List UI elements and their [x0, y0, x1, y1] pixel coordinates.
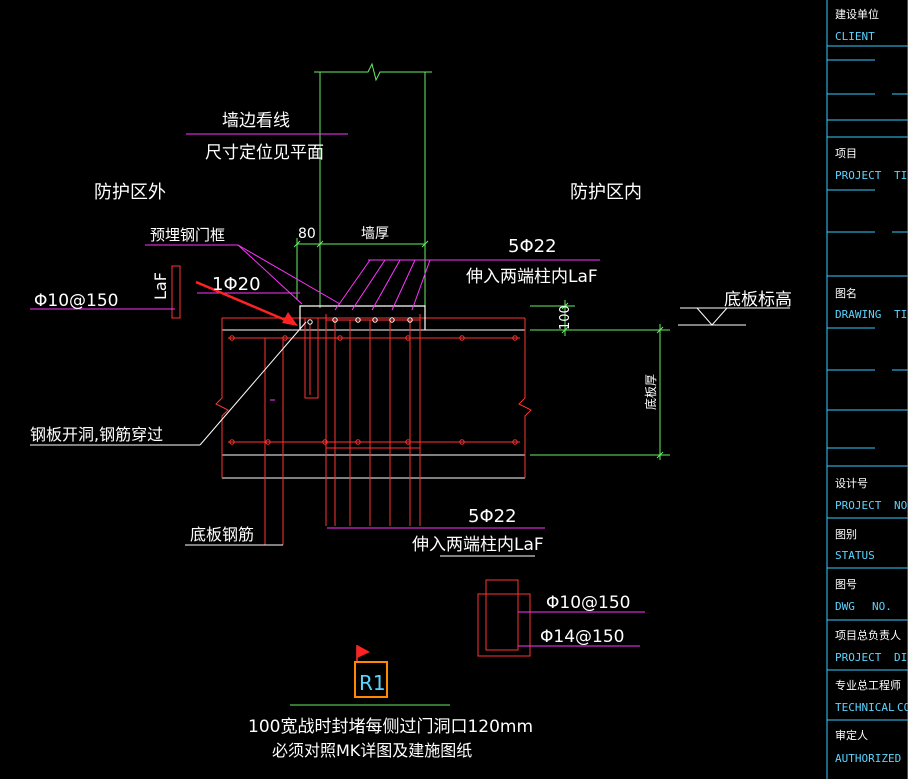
plate-hole-label: 钢板开洞,钢筋穿过	[30, 425, 163, 444]
project-en-label-2: TIT	[894, 169, 908, 182]
r1-marker: R1	[354, 645, 388, 698]
top-bars-label: 5Φ22	[508, 236, 557, 257]
outside-zone-label: 防护区外	[94, 182, 166, 203]
auth-cn-label: 审定人	[835, 728, 868, 742]
wall-edge-line-label: 墙边看线	[222, 111, 290, 131]
bottom-bars-note: 伸入两端柱内LaF	[412, 535, 544, 555]
white-leaders	[30, 321, 535, 706]
r1-marker-label: R1	[359, 671, 386, 695]
top-bars-note: 伸入两端柱内LaF	[466, 267, 598, 287]
chief-en-label: TECHNICAL	[835, 701, 895, 714]
drawing-en-label: DRAWING	[835, 308, 881, 321]
dimension-80: 80	[298, 226, 316, 242]
dwg-en-label: DWG	[835, 600, 855, 613]
inside-zone-label: 防护区内	[570, 182, 642, 203]
wall-position-label: 尺寸定位见平面	[205, 143, 324, 163]
design-no-en-label-2: NO	[894, 499, 907, 512]
dwg-cn-label: 图号	[835, 578, 857, 591]
section-detail	[477, 579, 645, 657]
design-no-cn-label: 设计号	[835, 477, 868, 490]
client-cn-label: 建设单位	[835, 7, 879, 21]
design-no-en-label: PROJECT	[835, 499, 882, 512]
wall-thickness-label: 墙厚	[361, 226, 389, 242]
pm-cn-label: 项目总负责人	[835, 628, 901, 642]
laf-label: LaF	[151, 272, 170, 300]
dimension-100: 100	[558, 305, 573, 330]
status-en-label: STATUS	[835, 549, 875, 562]
note-line-2: 必须对照MK详图及建施图纸	[272, 741, 472, 760]
note-line-1: 100宽战时封堵每侧过门洞口120mm	[248, 717, 533, 737]
wall-outline	[293, 62, 670, 460]
slab-thickness-label: 底板厚	[643, 374, 658, 410]
title-block-text: 建设单位 CLIENT 项目 PROJECT TIT 图名 DRAWING TI…	[835, 7, 908, 765]
single-bar-label: 1Φ20	[212, 274, 261, 295]
bottom-bars-label: 5Φ22	[468, 506, 517, 527]
pm-en-label-2: DIR	[894, 651, 908, 664]
drawing-en-label-2: TIT	[894, 308, 908, 321]
elevation-symbol	[678, 307, 790, 326]
chief-cn-label: 专业总工程师	[835, 678, 901, 692]
slab-elevation-label: 底板标高	[724, 290, 792, 310]
dwg-en-label-2: NO.	[872, 600, 892, 613]
red-arrow	[195, 280, 298, 326]
drawing-labels: 墙边看线 尺寸定位见平面 防护区外 防护区内 预埋钢门框 80 墙厚 5Φ22 …	[30, 111, 792, 760]
stirrup-left-label: Φ10@150	[34, 291, 118, 311]
rebar-dots	[229, 317, 518, 445]
slab-rebar-label: 底板钢筋	[190, 525, 254, 544]
project-en-label: PROJECT	[835, 169, 882, 182]
leader-lines	[30, 133, 600, 529]
project-cn-label: 项目	[835, 147, 857, 160]
pm-en-label: PROJECT	[835, 651, 882, 664]
embedded-frame-label: 预埋钢门框	[150, 226, 225, 244]
status-cn-label: 图别	[835, 528, 857, 541]
title-block	[826, 0, 908, 779]
drawing-cn-label: 图名	[835, 286, 857, 300]
floor-slab	[171, 265, 532, 545]
client-en-label: CLIENT	[835, 30, 875, 43]
chief-en-label-2: CO	[897, 701, 908, 714]
auth-en-label: AUTHORIZED	[835, 752, 901, 765]
section-bar-label: Φ14@150	[540, 627, 624, 647]
section-stirrup-label: Φ10@150	[546, 593, 630, 613]
